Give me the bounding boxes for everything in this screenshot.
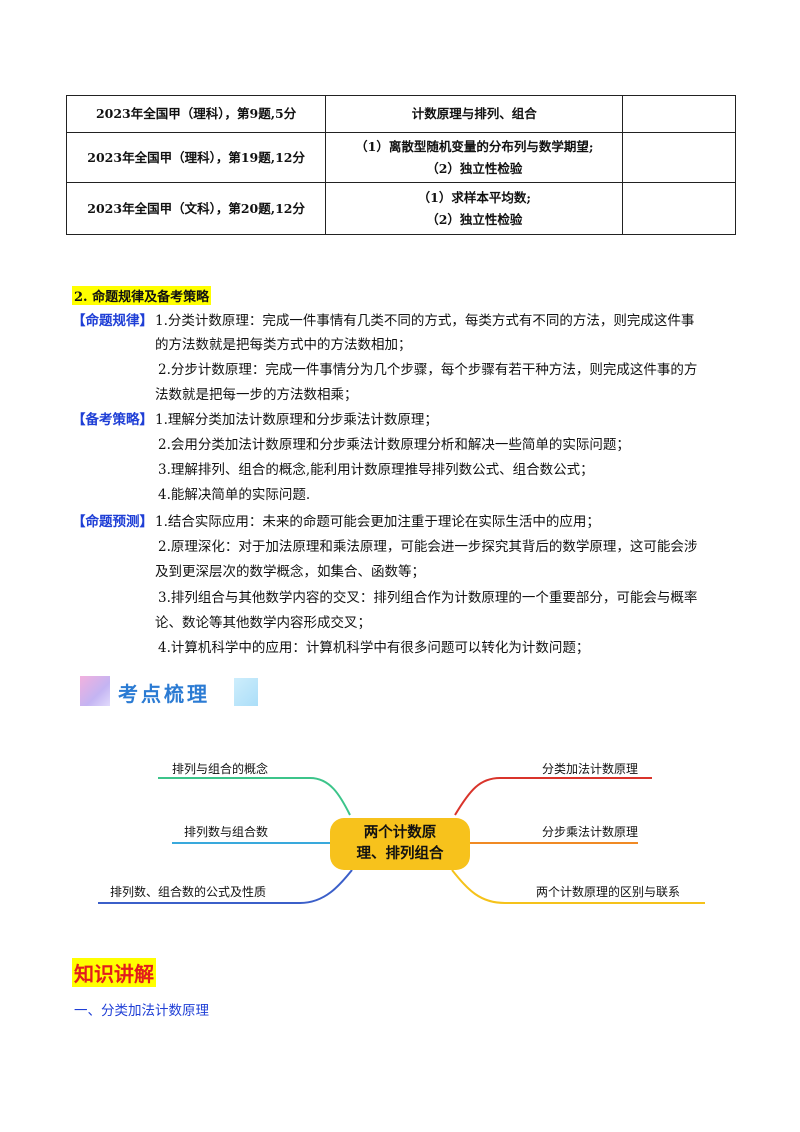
knowledge-heading: 知识讲解 bbox=[72, 958, 156, 987]
mindmap-connector bbox=[454, 777, 652, 816]
exam-table: 2023年全国甲（理科），第9题,5分 计数原理与排列、组合 2023年全国甲（… bbox=[65, 95, 736, 235]
banner-title: 考点梳理 bbox=[118, 682, 210, 706]
mindmap-node-left: 排列数、组合数的公式及性质 bbox=[110, 885, 267, 899]
mindmap-node-right: 分步乘法计数原理 bbox=[542, 825, 639, 839]
banner-decoration bbox=[80, 676, 110, 706]
mindmap-node-left: 排列与组合的概念 bbox=[172, 762, 269, 776]
banner-decoration bbox=[234, 678, 258, 706]
strategy-line: 3.理解排列、组合的概念,能利用计数原理推导排列数公式、组合数公式； bbox=[158, 462, 594, 478]
exam-source: 2023年全国甲（理科），第9题,5分 bbox=[65, 95, 327, 133]
section-banner: 考点梳理 bbox=[74, 674, 264, 712]
strategy-line: 1.理解分类加法计数原理和分步乘法计数原理； bbox=[155, 412, 438, 428]
exam-topic: （1）求样本平均数; （2）独立性检验 bbox=[325, 182, 624, 235]
mindmap-connector bbox=[158, 777, 351, 816]
exam-note bbox=[622, 182, 736, 235]
rule-tag: 【命题规律】 bbox=[72, 313, 153, 329]
forecast-line: 1.结合实际应用：未来的命题可能会更加注重于理论在实际生活中的应用； bbox=[155, 514, 600, 530]
mindmap-node-left: 排列数与组合数 bbox=[184, 825, 269, 839]
mindmap-connector bbox=[451, 869, 705, 904]
exam-source: 2023年全国甲（文科），第20题,12分 bbox=[65, 182, 327, 235]
subsection-heading: 一、分类加法计数原理 bbox=[74, 1003, 209, 1019]
rule-line: 的方法数就是把每类方式中的方法数相加； bbox=[155, 337, 412, 353]
table-row: 2023年全国甲（理科），第9题,5分 计数原理与排列、组合 bbox=[65, 95, 736, 133]
rule-line: 2.分步计数原理：完成一件事情分为几个步骤，每个步骤有若干种方法，则完成这件事的… bbox=[158, 362, 698, 378]
exam-topic: （1）离散型随机变量的分布列与数学期望; （2）独立性检验 bbox=[325, 132, 624, 183]
table-row: 2023年全国甲（文科），第20题,12分 （1）求样本平均数; （2）独立性检… bbox=[65, 182, 736, 235]
forecast-line: 论、数论等其他数学内容形成交叉； bbox=[155, 615, 371, 631]
strategy-tag: 【备考策略】 bbox=[72, 412, 153, 428]
mindmap-connector bbox=[98, 869, 353, 904]
mindmap-node-right: 分类加法计数原理 bbox=[542, 762, 639, 776]
strategy-line: 2.会用分类加法计数原理和分步乘法计数原理分析和解决一些简单的实际问题； bbox=[158, 437, 630, 453]
forecast-tag: 【命题预测】 bbox=[72, 514, 153, 530]
rule-line: 1.分类计数原理：完成一件事情有几类不同的方式，每类方式有不同的方法，则完成这件… bbox=[155, 313, 695, 329]
table-row: 2023年全国甲（理科），第19题,12分 （1）离散型随机变量的分布列与数学期… bbox=[65, 132, 736, 183]
exam-topic: 计数原理与排列、组合 bbox=[325, 95, 624, 133]
exam-source: 2023年全国甲（理科），第19题,12分 bbox=[65, 132, 327, 183]
exam-note bbox=[622, 132, 736, 183]
strategy-line: 4.能解决简单的实际问题. bbox=[158, 487, 311, 503]
forecast-line: 3.排列组合与其他数学内容的交叉：排列组合作为计数原理的一个重要部分，可能会与概… bbox=[158, 590, 698, 606]
rule-line: 法数就是把每一步的方法数相乘； bbox=[155, 387, 358, 403]
forecast-line: 2.原理深化：对于加法原理和乘法原理，可能会进一步探究其背后的数学原理，这可能会… bbox=[158, 539, 698, 555]
section-title: 2. 命题规律及备考策略 bbox=[72, 286, 212, 305]
forecast-line: 4.计算机科学中的应用：计算机科学中有很多问题可以转化为计数问题； bbox=[158, 640, 590, 656]
forecast-line: 及到更深层次的数学概念，如集合、函数等； bbox=[155, 564, 425, 580]
mindmap-node-right: 两个计数原理的区别与联系 bbox=[536, 885, 681, 899]
mindmap-center-node: 两个计数原 理、排列组合 bbox=[330, 818, 470, 870]
